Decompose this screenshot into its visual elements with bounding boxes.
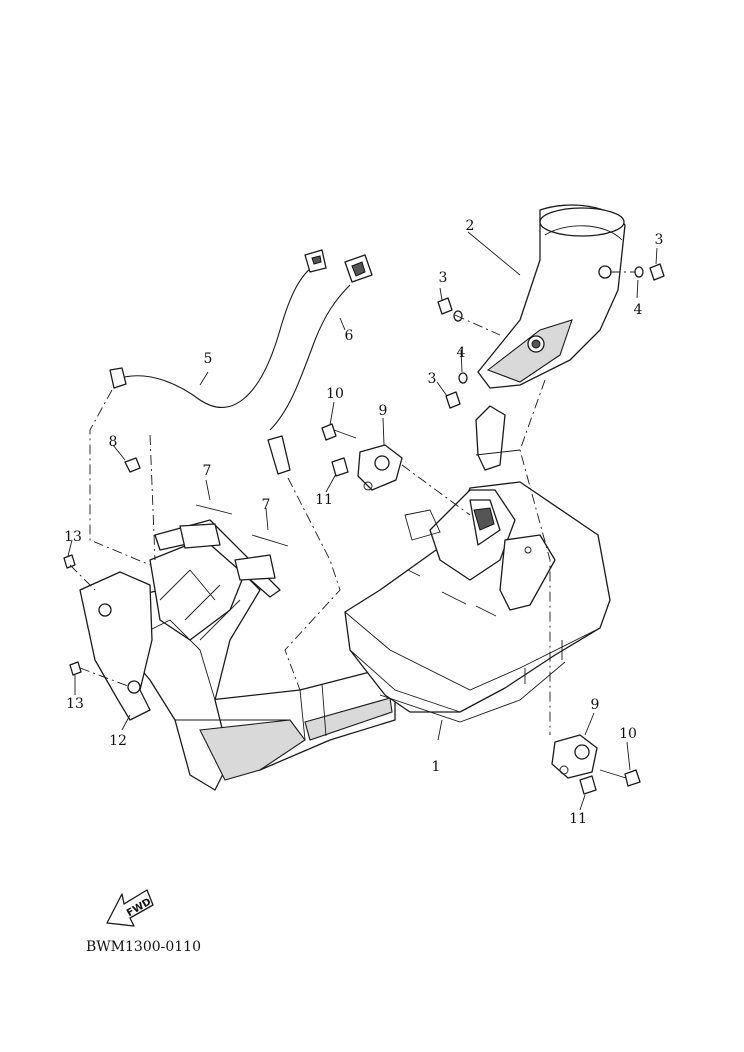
leader-lines xyxy=(67,231,658,811)
bracket-part-12 xyxy=(79,571,153,721)
callout-7-left: 7 xyxy=(203,463,212,479)
diagram-code: BWM1300-0110 xyxy=(86,939,201,955)
callout-labels: 1 2 3 3 3 4 4 5 6 7 7 8 9 9 10 10 11 11 … xyxy=(64,218,663,827)
bolt-part-10-upper xyxy=(321,423,357,441)
callout-4-right: 4 xyxy=(634,302,643,318)
nut-part-8 xyxy=(124,457,141,473)
damper-part-9-lower xyxy=(551,734,598,779)
fwd-arrow-icon: FWD xyxy=(106,889,154,927)
bolt-part-13 xyxy=(63,554,82,676)
callout-6: 6 xyxy=(345,328,354,344)
callout-4-middle: 4 xyxy=(457,345,466,361)
callout-10-upper: 10 xyxy=(326,386,344,402)
muffler-cover-part-2 xyxy=(475,204,626,471)
callout-9-lower: 9 xyxy=(591,697,600,713)
callout-3-upper: 3 xyxy=(439,270,448,286)
callout-11-upper: 11 xyxy=(315,492,333,508)
alignment-lines xyxy=(69,271,635,735)
bolt-part-10-lower xyxy=(599,769,641,787)
bolt-part-11-upper xyxy=(331,457,349,477)
callout-1: 1 xyxy=(432,759,441,775)
callout-13-lower: 13 xyxy=(66,696,84,712)
gasket-part-7 xyxy=(195,504,289,547)
o2-sensor-part-5 xyxy=(109,249,327,408)
o2-sensor-part-6 xyxy=(267,254,373,475)
damper-part-9-upper xyxy=(357,444,403,491)
bolt-part-3 xyxy=(437,263,665,409)
callout-8: 8 xyxy=(109,434,118,450)
callout-3-right: 3 xyxy=(655,232,664,248)
callout-3-lower: 3 xyxy=(428,371,437,387)
callout-12: 12 xyxy=(109,733,127,749)
callout-2: 2 xyxy=(466,218,475,234)
bolt-part-11-lower xyxy=(579,775,597,795)
callout-5: 5 xyxy=(204,351,213,367)
callout-10-lower: 10 xyxy=(619,726,637,742)
callout-7-right: 7 xyxy=(262,497,271,513)
callout-13-upper: 13 xyxy=(64,529,82,545)
callout-11-lower: 11 xyxy=(569,811,587,827)
header-pipes xyxy=(119,519,306,791)
callout-9-upper: 9 xyxy=(379,403,388,419)
